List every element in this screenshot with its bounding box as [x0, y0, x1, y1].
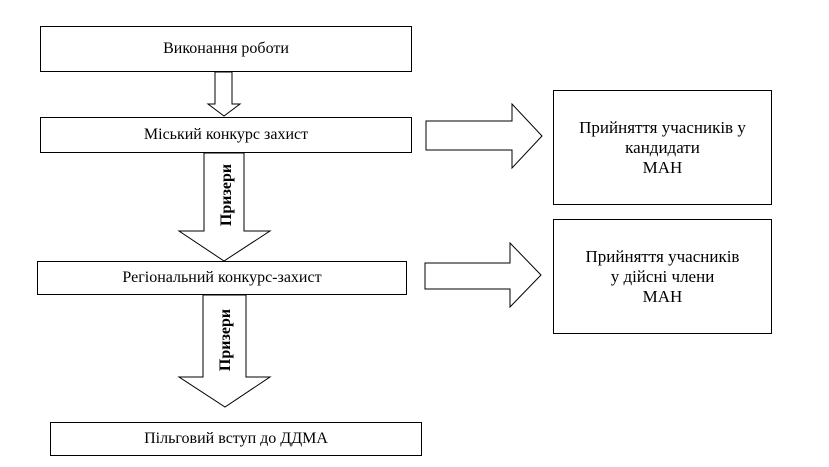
arrow-label-prize-winners-1: Призери	[218, 164, 235, 226]
admission-label: Пільговий вступ до ДДМА	[144, 430, 328, 447]
down-arrow-prize-winners-1	[177, 152, 272, 262]
candidates-line: кандидати	[625, 137, 700, 157]
members-line: Прийняття учасників	[585, 246, 740, 266]
right-arrow-to-members	[424, 241, 542, 309]
members-box: Прийняття учасників у дійсні члени МАН	[553, 219, 772, 334]
members-line: МАН	[642, 286, 683, 306]
down-arrow-prize-winners-2	[177, 294, 272, 408]
right-arrow-to-candidates	[425, 102, 543, 170]
members-line: у дійсні члени	[610, 266, 715, 286]
candidates-line: Прийняття учасників у	[579, 117, 746, 137]
candidates-box: Прийняття учасників у кандидати МАН	[553, 90, 772, 205]
down-arrow-small	[206, 71, 242, 117]
execution-label: Виконання роботи	[163, 40, 289, 57]
regional-contest-label: Регіональний конкурс-захист	[122, 269, 322, 286]
execution-box: Виконання роботи	[40, 26, 412, 72]
candidates-line: МАН	[642, 157, 683, 177]
city-contest-label: Міський конкурс захист	[143, 126, 309, 143]
arrow-label-prize-winners-2: Призери	[217, 309, 234, 371]
city-contest-box: Міський конкурс захист	[40, 117, 412, 153]
admission-box: Пільговий вступ до ДДМА	[50, 422, 422, 456]
regional-contest-box: Регіональний конкурс-захист	[37, 261, 407, 295]
